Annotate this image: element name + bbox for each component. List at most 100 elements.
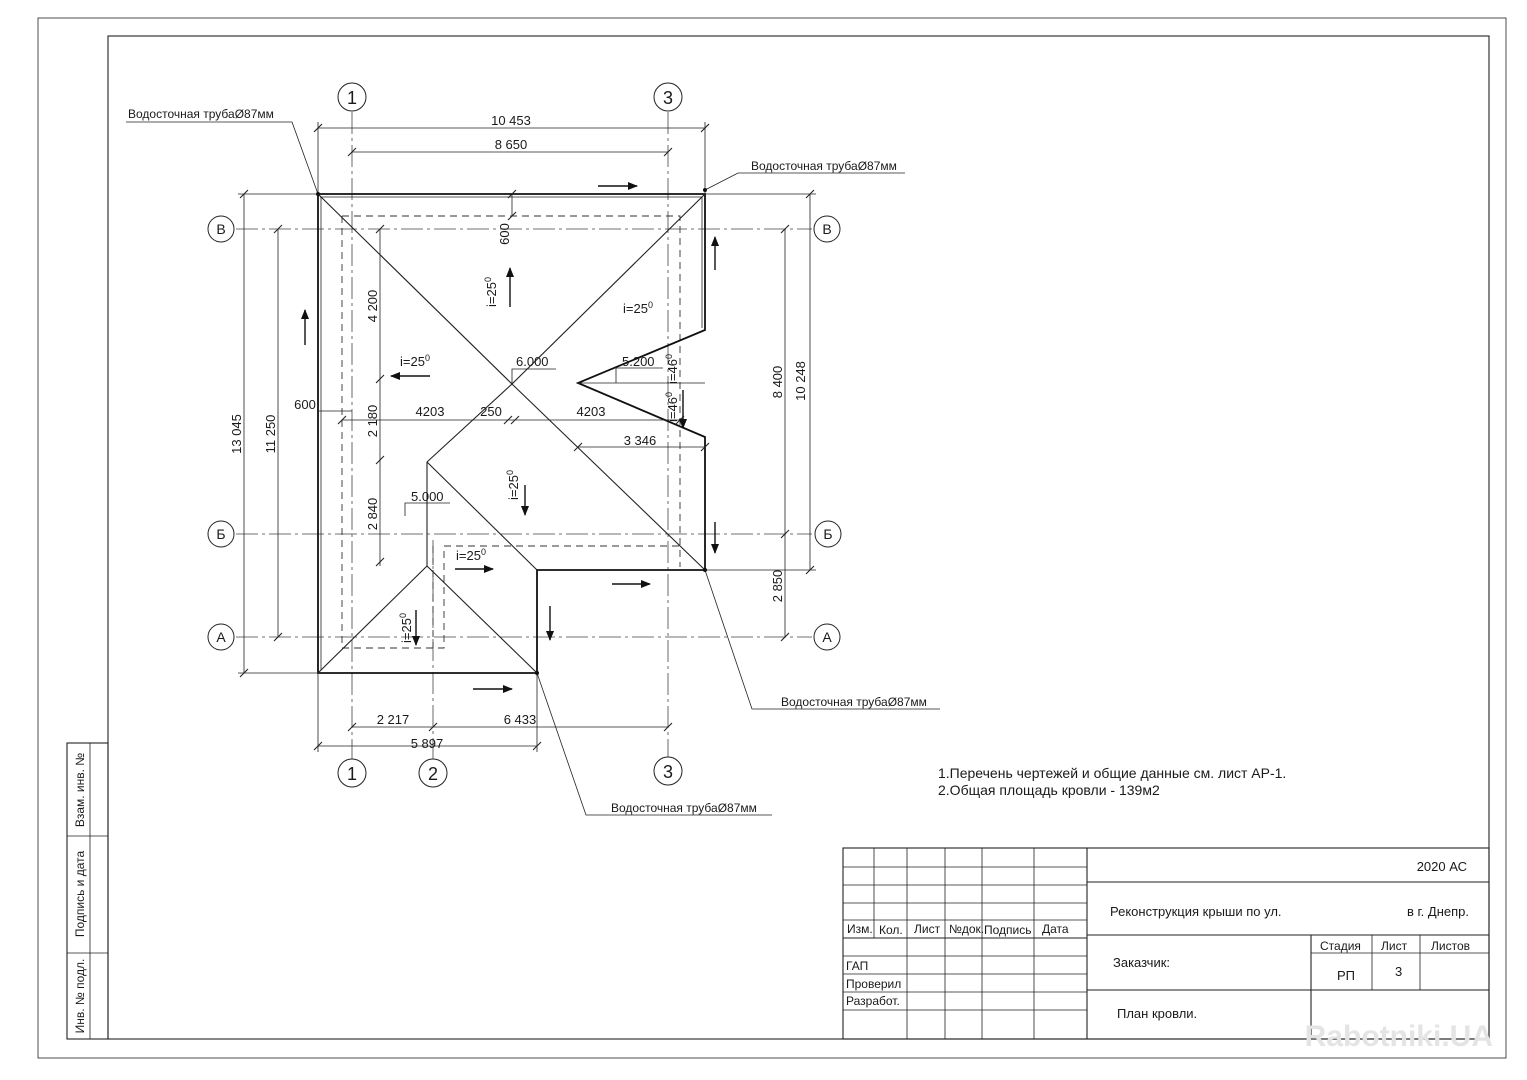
sheet-outer-border: [37, 17, 1507, 1059]
axis-label: 3: [663, 762, 673, 782]
dim-bottom-right: 6 433: [504, 712, 537, 727]
axis-bubble-b-right: Б: [814, 520, 842, 548]
tb-gap: ГАП: [846, 959, 868, 973]
tb-listov-label: Листов: [1431, 939, 1470, 953]
axis-label: А: [216, 629, 226, 645]
dim-inner-2840: 2 840: [365, 498, 380, 531]
elevation-mark-lower: 5.000: [404, 489, 450, 516]
roof-outline: [317, 193, 706, 674]
downpipe-top-left: Водосточная трубаØ87мм: [126, 107, 320, 196]
stamp-podpis: Подпись и дата: [73, 851, 87, 938]
title-block: Изм. Кол. Лист №док. Подпись Дата ГАП Пр…: [842, 847, 1490, 1040]
dim-inner-4203-left: 4203: [416, 404, 445, 419]
note-line-1: 1.Перечень чертежей и общие данные см. л…: [938, 765, 1286, 781]
tb-project-title: Реконструкция крыши по ул.: [1110, 904, 1282, 919]
watermark: Rabotniki.UA: [1305, 1020, 1493, 1053]
tb-sheet-title: План кровли.: [1117, 1006, 1197, 1021]
dim-inner-2180: 2 180: [365, 405, 380, 438]
dim-top-overhang: 600: [497, 223, 512, 245]
elevation-label: 5.000: [411, 489, 444, 504]
slope-right-a: i=460: [664, 354, 680, 384]
axis-label: Б: [216, 526, 225, 542]
slope-left: i=250: [400, 353, 430, 369]
axis-bubble-1-bottom: 1: [337, 758, 367, 788]
slope-top-right: i=250: [623, 300, 653, 316]
dim-left-axes: 11 250: [263, 415, 278, 454]
tb-code: 2020 АС: [1417, 859, 1467, 874]
axis-label: 1: [347, 764, 357, 784]
slope-top: i=250: [483, 277, 499, 307]
dim-top-axes: 8 650: [495, 137, 528, 152]
tb-razrabot: Разработ.: [846, 994, 900, 1008]
axis-bubble-3-bottom: 3: [653, 756, 683, 786]
elevation-mark-right: 5.200: [615, 354, 663, 383]
roof-ridges-valleys: [317, 193, 706, 674]
axis-label: 3: [663, 88, 673, 108]
slope-bottom-left: i=250: [398, 613, 414, 643]
dim-left-overhang: 600: [294, 397, 316, 412]
downpipe-label: Водосточная трубаØ87мм: [611, 801, 757, 815]
axis-bubble-a-right: А: [813, 623, 841, 651]
dim-bottom-total: 5 897: [411, 736, 444, 751]
slope-right-b: i=460: [664, 392, 680, 422]
stamp-vzam: Взам. инв. №: [73, 753, 87, 827]
tb-city: в г. Днепр.: [1407, 904, 1469, 919]
dim-bottom-left: 2 217: [377, 712, 410, 727]
axis-label: 2: [428, 764, 438, 784]
axis-bubble-3-top: 3: [653, 82, 683, 112]
slope-center: i=250: [505, 470, 521, 500]
dim-left-overall: 13 045: [229, 414, 244, 454]
axis-label: 1: [347, 88, 357, 108]
slope-lower: i=250: [456, 547, 486, 563]
downpipe-bottom-right: Водосточная трубаØ87мм: [703, 568, 940, 710]
tb-stadia-value: РП: [1337, 968, 1355, 983]
drainage-arrows: [301, 182, 719, 693]
tb-list-value: 3: [1395, 964, 1402, 979]
note-line-2: 2.Общая площадь кровли - 139м2: [938, 782, 1160, 798]
tb-col-izm: Изм.: [847, 922, 873, 936]
dimension-ticks: [239, 123, 815, 751]
sheet-inner-frame: [107, 35, 1490, 1040]
downpipe-bottom: Водосточная трубаØ87мм: [535, 671, 772, 816]
elevation-label: 6.000: [516, 354, 549, 369]
dim-inner-250: 250: [480, 404, 502, 419]
axis-label: А: [822, 629, 832, 645]
dim-right-upper: 8 400: [770, 366, 785, 399]
tb-col-ndok: №док.: [949, 922, 984, 936]
axis-bubble-1-top: 1: [337, 82, 367, 112]
side-stamp: Взам. инв. № Подпись и дата Инв. № подл.: [66, 742, 109, 1040]
downpipe-label: Водосточная трубаØ87мм: [781, 695, 927, 709]
downpipe-label: Водосточная трубаØ87мм: [751, 159, 897, 173]
wall-outline-dashed: [341, 215, 681, 649]
tb-proveril: Проверил: [846, 977, 901, 991]
stamp-inv: Инв. № подл.: [73, 959, 87, 1034]
tb-col-data: Дата: [1042, 922, 1069, 936]
axis-bubble-v-right: В: [813, 215, 841, 243]
dim-right-overall: 10 248: [793, 361, 808, 401]
dim-inner-4203-right: 4203: [577, 404, 606, 419]
axis-lines: [236, 112, 812, 760]
dimension-lines: [238, 122, 816, 752]
axis-bubble-b-left: Б: [207, 520, 235, 548]
axis-label: В: [822, 221, 831, 237]
downpipe-top-right: Водосточная трубаØ87мм: [703, 159, 905, 192]
tb-stadia-label: Стадия: [1320, 939, 1361, 953]
dim-inner-4200: 4 200: [365, 290, 380, 323]
tb-list-label: Лист: [1381, 939, 1408, 953]
dim-right-lower: 2 850: [770, 570, 785, 603]
axis-bubble-v-left: В: [207, 215, 235, 243]
elevation-label: 5.200: [622, 354, 655, 369]
dim-top-overall: 10 453: [491, 113, 531, 128]
axis-label: В: [216, 221, 225, 237]
tb-col-podpis: Подпись: [984, 923, 1032, 937]
dim-inner-3346: 3 346: [624, 433, 657, 448]
axis-label: Б: [823, 526, 832, 542]
tb-col-kol: Кол.: [879, 923, 903, 937]
axis-bubble-a-left: А: [207, 623, 235, 651]
tb-col-list: Лист: [914, 922, 941, 936]
downpipe-label: Водосточная трубаØ87мм: [128, 107, 274, 121]
tb-customer: Заказчик:: [1113, 955, 1170, 970]
axis-bubble-2-bottom: 2: [418, 758, 448, 788]
elevation-mark-main: 6.000: [511, 354, 556, 384]
